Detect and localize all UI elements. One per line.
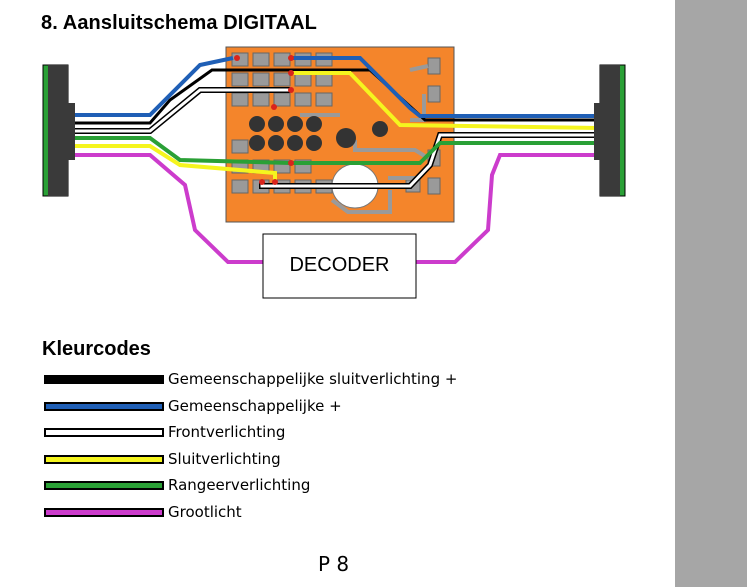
wire-magenta-left xyxy=(74,153,263,264)
page-margin-bar xyxy=(675,0,747,587)
connector-left-body xyxy=(48,65,68,196)
connector-right-block xyxy=(594,103,601,160)
wire-white-right xyxy=(260,133,598,188)
wire-yellow xyxy=(290,71,599,130)
wire-blue-right xyxy=(290,56,598,118)
legend-label: Gemeenschappelijke + xyxy=(168,396,342,415)
wire-blue xyxy=(74,56,234,117)
legend-title: Kleurcodes xyxy=(42,338,151,360)
decoder-label: DECODER xyxy=(289,254,390,276)
connector-right-body xyxy=(600,65,620,196)
page-title: 8. Aansluitschema DIGITAAL xyxy=(41,12,317,34)
legend-swatch xyxy=(44,454,164,464)
connector-left-block xyxy=(68,103,75,160)
legend-label: Rangeerverlichting xyxy=(168,476,311,495)
legend-label: Sluitverlichting xyxy=(168,449,281,468)
decoder-box xyxy=(262,233,417,299)
legend-label: Frontverlichting xyxy=(168,423,286,442)
legend-label: Gemeenschappelijke sluitverlichting + xyxy=(168,370,458,388)
legend-label: Grootlicht xyxy=(168,502,242,521)
legend-swatch xyxy=(44,375,164,384)
page-number: P 8 xyxy=(318,552,350,576)
solder-points xyxy=(234,55,294,185)
legend-swatch xyxy=(44,401,164,411)
wire-magenta-right xyxy=(416,153,598,264)
wire-white xyxy=(74,88,290,133)
legend-swatch xyxy=(44,481,164,491)
legend-swatch xyxy=(44,507,164,517)
wire-black xyxy=(74,68,598,125)
wire-yellow-left xyxy=(74,144,277,182)
legend-swatch xyxy=(44,428,164,438)
chip-pins xyxy=(249,116,388,151)
wiring-diagram xyxy=(42,46,626,299)
